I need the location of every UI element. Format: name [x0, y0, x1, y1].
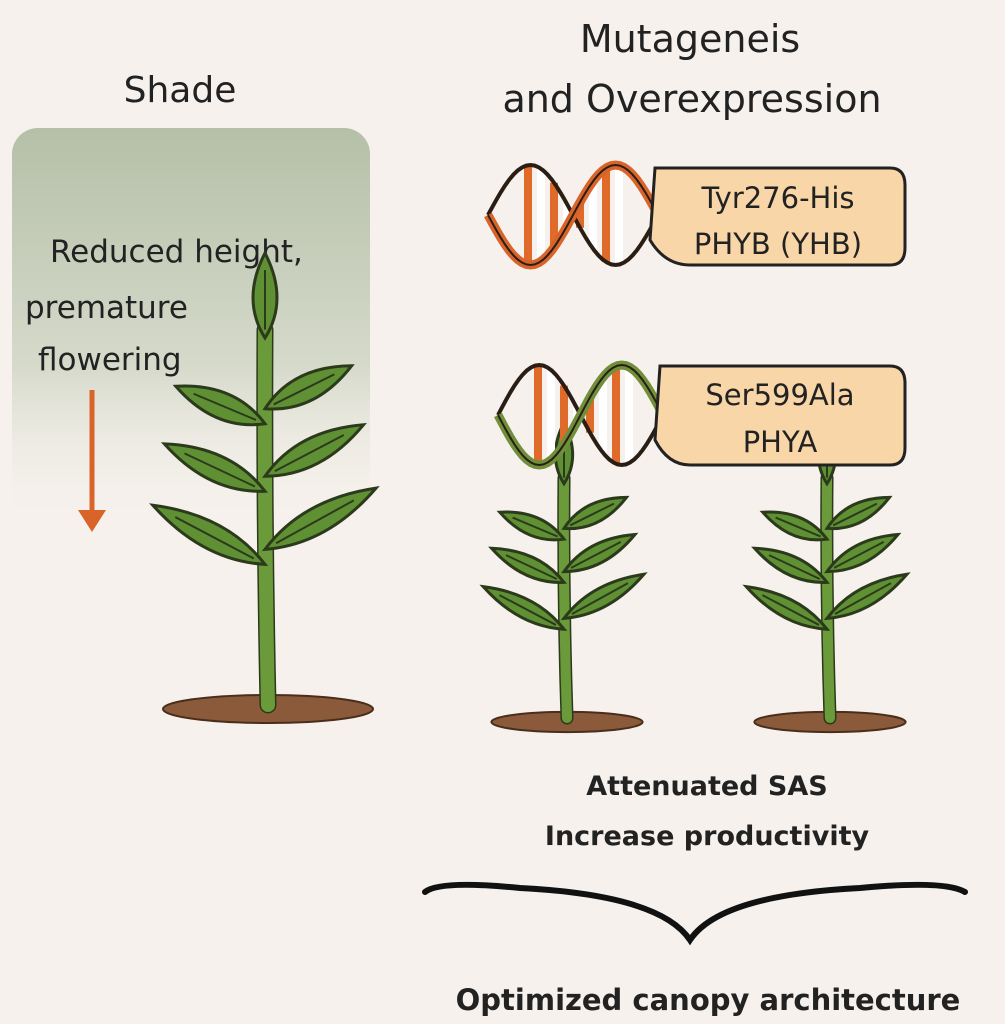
mutation-2-gene: PHYA	[743, 425, 818, 459]
leaf	[560, 572, 648, 621]
leaf	[823, 572, 911, 621]
shade-title: Shade	[124, 70, 237, 111]
down-arrow-icon	[78, 390, 106, 532]
leaf	[479, 584, 568, 631]
leaf	[488, 546, 567, 584]
mutation-1-gene: PHYB (YHB)	[694, 227, 862, 261]
leaf	[824, 532, 902, 574]
leaf	[496, 510, 567, 542]
mutation-label-box	[648, 166, 907, 267]
leaf	[172, 384, 268, 427]
effect-line-2: premature	[25, 290, 188, 326]
shade-area	[12, 128, 370, 528]
dna-helix-icon	[494, 360, 667, 470]
leaf	[262, 364, 355, 411]
conclusion-text: Optimized canopy architecture	[456, 983, 961, 1017]
mutation-2-name: Ser599Ala	[705, 378, 854, 412]
effect-line-3: flowering	[38, 342, 182, 378]
mutagenesis-title-line-2: and Overexpression	[502, 77, 881, 121]
leaf	[561, 495, 630, 531]
leaf	[262, 422, 367, 478]
leaf	[251, 249, 279, 341]
leaf	[149, 503, 269, 567]
stem	[257, 323, 275, 712]
leaf	[561, 532, 639, 574]
mutation-label-box	[653, 364, 907, 467]
phyb-mutant-plant	[479, 419, 648, 734]
leaf	[742, 584, 831, 631]
outcome-line-1: Attenuated SAS	[586, 771, 827, 802]
stem	[821, 472, 836, 724]
leaf	[824, 495, 893, 531]
stem	[558, 472, 573, 724]
phya-mutant-plant	[742, 419, 911, 734]
leaf	[261, 486, 380, 552]
outcome-line-2: Increase productivity	[545, 821, 870, 852]
curly-brace	[422, 881, 968, 946]
leaf	[751, 546, 830, 584]
leaf	[160, 442, 268, 493]
mutation-1-name: Tyr276-His	[700, 181, 854, 215]
dna-helix-icon	[484, 160, 662, 270]
mutagenesis-title-line-1: Mutageneis	[580, 17, 800, 61]
shade-plant	[149, 249, 380, 724]
leaf	[759, 510, 830, 542]
